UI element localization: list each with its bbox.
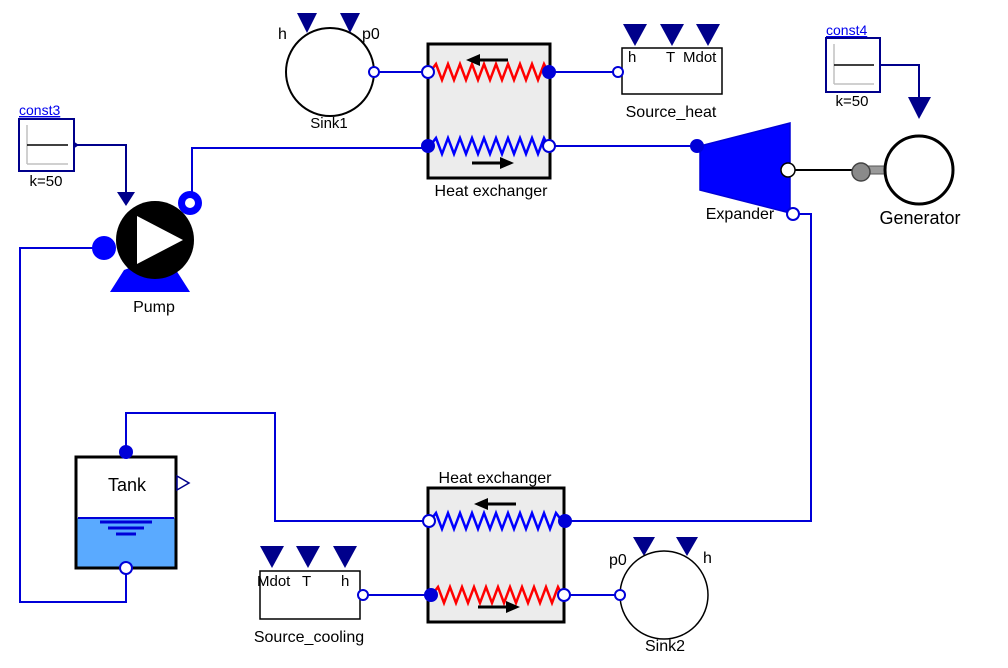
source-heat-body xyxy=(621,47,723,95)
sink2[interactable]: p0 h Sink2 xyxy=(609,537,712,655)
source-cooling-port[interactable] xyxy=(357,589,369,601)
input-triangle-h[interactable] xyxy=(676,537,698,556)
hx2-port-cold-out[interactable] xyxy=(422,514,436,528)
input-triangle-h[interactable] xyxy=(623,24,647,46)
sink1-circle xyxy=(285,27,375,117)
sink2-name: Sink2 xyxy=(645,638,685,655)
tank-inlet-port[interactable] xyxy=(119,445,133,459)
source-cooling-name: Source_cooling xyxy=(254,629,364,646)
hx1-port-cold-out[interactable] xyxy=(542,139,556,153)
hx2-cold-stream xyxy=(429,509,563,533)
source-cooling[interactable]: Mdot T h Source_cooling xyxy=(254,546,369,646)
source-heat-port[interactable] xyxy=(612,66,624,78)
const3-name[interactable]: const3 xyxy=(19,102,60,118)
heat-exchanger-bottom[interactable]: Heat exchanger xyxy=(422,470,572,624)
hx2-name: Heat exchanger xyxy=(439,470,553,487)
const3-output-arrow xyxy=(73,141,79,149)
generator-name: Generator xyxy=(879,208,960,228)
expander-shaft-port[interactable] xyxy=(780,162,796,178)
signal-arrow-pump xyxy=(117,192,135,206)
sink1-h-label: h xyxy=(278,26,287,43)
hx1-port-cold-in[interactable] xyxy=(421,139,435,153)
wire-expander-hx2[interactable] xyxy=(565,213,812,522)
input-triangle-h[interactable] xyxy=(297,13,317,33)
hx2-body xyxy=(426,486,566,624)
hx1-arrowhead-right xyxy=(500,157,514,169)
sink2-circle xyxy=(619,550,709,640)
source-heat-Mdot-label: Mdot xyxy=(683,49,717,66)
hx1-name: Heat exchanger xyxy=(435,183,549,200)
pump-name: Pump xyxy=(133,299,175,316)
hx2-port-hot-in[interactable] xyxy=(424,588,438,602)
pump-arrow-icon xyxy=(137,216,183,264)
input-triangle-Mdot[interactable] xyxy=(260,546,284,568)
hx2-hot-stream xyxy=(431,583,564,607)
generator-circle xyxy=(883,134,955,206)
input-triangle-p0[interactable] xyxy=(340,13,360,33)
generator[interactable]: Generator xyxy=(879,134,961,228)
fluid-connections xyxy=(19,71,812,603)
pump[interactable]: Pump xyxy=(92,191,202,316)
hx1-port-hot-out[interactable] xyxy=(542,65,556,79)
hx2-port-hot-out[interactable] xyxy=(557,588,571,602)
expander-body xyxy=(699,122,791,214)
wire-pump-hx1[interactable] xyxy=(191,147,428,202)
shaft-flange xyxy=(851,162,871,182)
signal-const3-pump[interactable] xyxy=(77,144,127,195)
sink1-port[interactable] xyxy=(368,66,380,78)
tank-liquid xyxy=(76,518,176,568)
const4-name[interactable]: const4 xyxy=(826,22,867,38)
tank[interactable]: Tank xyxy=(74,445,191,575)
hx1-arrowhead-left xyxy=(466,54,480,66)
expander-outlet-port[interactable] xyxy=(786,207,800,221)
source-cooling-T-label: T xyxy=(302,573,311,590)
expander-inlet-port[interactable] xyxy=(690,139,704,153)
input-triangle-Mdot[interactable] xyxy=(696,24,720,46)
tank-outlet-port[interactable] xyxy=(119,561,133,575)
input-triangle-p0[interactable] xyxy=(633,537,655,556)
source-cooling-h-label: h xyxy=(341,573,349,590)
sink1-p0-label: p0 xyxy=(362,26,380,43)
input-triangle-T[interactable] xyxy=(660,24,684,46)
tank-name: Tank xyxy=(108,475,147,495)
const4-value: k=50 xyxy=(836,93,869,110)
signal-connections xyxy=(77,64,931,206)
sink2-h-label: h xyxy=(703,550,712,567)
wire-tank-pump[interactable] xyxy=(19,247,127,603)
hx1-hot-stream xyxy=(429,60,550,84)
hx1-port-hot-in[interactable] xyxy=(421,65,435,79)
wire-hx2-tank[interactable] xyxy=(125,412,429,522)
hx1-cold-stream xyxy=(429,134,550,158)
tank-output-arrow[interactable] xyxy=(176,474,191,492)
const3-value: k=50 xyxy=(30,173,63,190)
source-cooling-body xyxy=(259,570,361,620)
sink2-p0-label: p0 xyxy=(609,552,627,569)
pump-inlet-port[interactable] xyxy=(92,236,116,260)
const3-block[interactable]: const3 k=50 xyxy=(18,102,79,190)
input-triangle-T[interactable] xyxy=(296,546,320,568)
pump-outlet-port-inner xyxy=(185,198,195,208)
hx2-arrowhead-right xyxy=(506,601,520,613)
sink2-port[interactable] xyxy=(614,589,626,601)
source-cooling-Mdot-label: Mdot xyxy=(257,573,291,590)
source-heat-name: Source_heat xyxy=(626,104,717,121)
hx2-port-cold-in[interactable] xyxy=(558,514,572,528)
source-heat[interactable]: h T Mdot Source_heat xyxy=(612,24,723,121)
expander-name: Expander xyxy=(706,206,775,223)
const4-block[interactable]: const4 k=50 xyxy=(825,22,881,110)
input-triangle-h[interactable] xyxy=(333,546,357,568)
expander[interactable]: Expander xyxy=(690,122,800,223)
sink1[interactable]: h p0 Sink1 xyxy=(278,13,380,132)
signal-const4-expander[interactable] xyxy=(880,64,920,100)
heat-exchanger-top[interactable]: Heat exchanger xyxy=(421,42,556,200)
source-heat-T-label: T xyxy=(666,49,675,66)
hx2-arrowhead-left xyxy=(474,498,488,510)
signal-arrow-const4 xyxy=(908,97,931,119)
source-heat-h-label: h xyxy=(628,49,636,66)
sink1-name: Sink1 xyxy=(310,115,348,132)
